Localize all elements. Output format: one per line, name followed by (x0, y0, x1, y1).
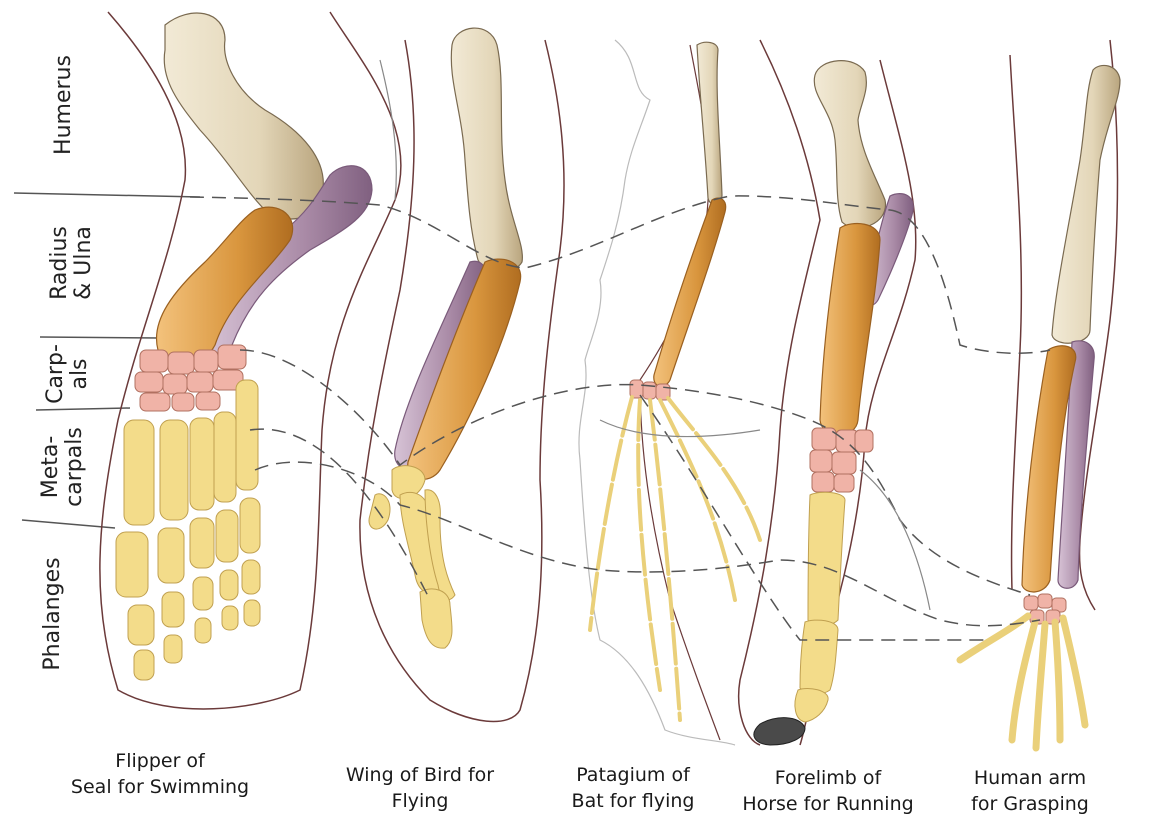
human-fingers (960, 616, 1085, 748)
caption-bat-line1: Patagium of (548, 762, 718, 788)
bat-humerus (697, 42, 722, 204)
bat-radius (654, 198, 726, 386)
radius-ulna-label-line2: & Ulna (72, 208, 96, 318)
caption-seal-line1: Flipper of (40, 748, 280, 774)
caption-human-line1: Human arm (945, 765, 1115, 791)
human-arm (960, 40, 1120, 748)
caption-bat-line2: Bat for flying (548, 788, 718, 814)
caption-seal-line2: Seal for Swimming (40, 774, 280, 800)
caption-bat: Patagium of Bat for flying (548, 762, 718, 814)
bird-wing (360, 28, 564, 721)
carpals-label: Carp- als (44, 339, 98, 409)
human-body-outline (1010, 55, 1021, 590)
seal-flipper (100, 12, 401, 709)
carpals-label-line1: Carp- (44, 339, 68, 409)
carpals-label-line2: als (68, 339, 92, 409)
caption-bird: Wing of Bird for Flying (320, 762, 520, 814)
caption-horse-line2: Horse for Running (718, 791, 938, 817)
bat-wing (579, 40, 760, 745)
caption-horse-line1: Forelimb of (718, 765, 938, 791)
hoof-shape (754, 718, 805, 745)
horse-digit (795, 492, 845, 722)
bird-humerus (451, 28, 522, 271)
caption-bird-line2: Flying (320, 788, 520, 814)
radius-ulna-label-line1: Radius (48, 208, 72, 318)
caption-horse: Forelimb of Horse for Running (718, 765, 938, 817)
metacarpals-label-line2: carpals (63, 412, 87, 522)
bat-digits (590, 397, 760, 720)
phalanges-label: Phalanges (41, 549, 65, 679)
human-humerus (1052, 65, 1120, 343)
caption-human-line2: for Grasping (945, 791, 1115, 817)
seal-humerus (164, 13, 323, 219)
caption-bird-line1: Wing of Bird for (320, 762, 520, 788)
seal-carpals (135, 345, 246, 411)
metacarpals-label-line1: Meta- (39, 412, 63, 522)
human-carpals (1024, 594, 1066, 624)
bird-hand (369, 466, 455, 648)
metacarpals-label: Meta- carpals (39, 412, 93, 522)
humerus-label: Humerus (52, 45, 76, 165)
radius-ulna-label: Radius & Ulna (48, 208, 102, 318)
caption-human: Human arm for Grasping (945, 765, 1115, 817)
seal-digits (116, 380, 260, 680)
caption-seal: Flipper of Seal for Swimming (40, 748, 280, 800)
